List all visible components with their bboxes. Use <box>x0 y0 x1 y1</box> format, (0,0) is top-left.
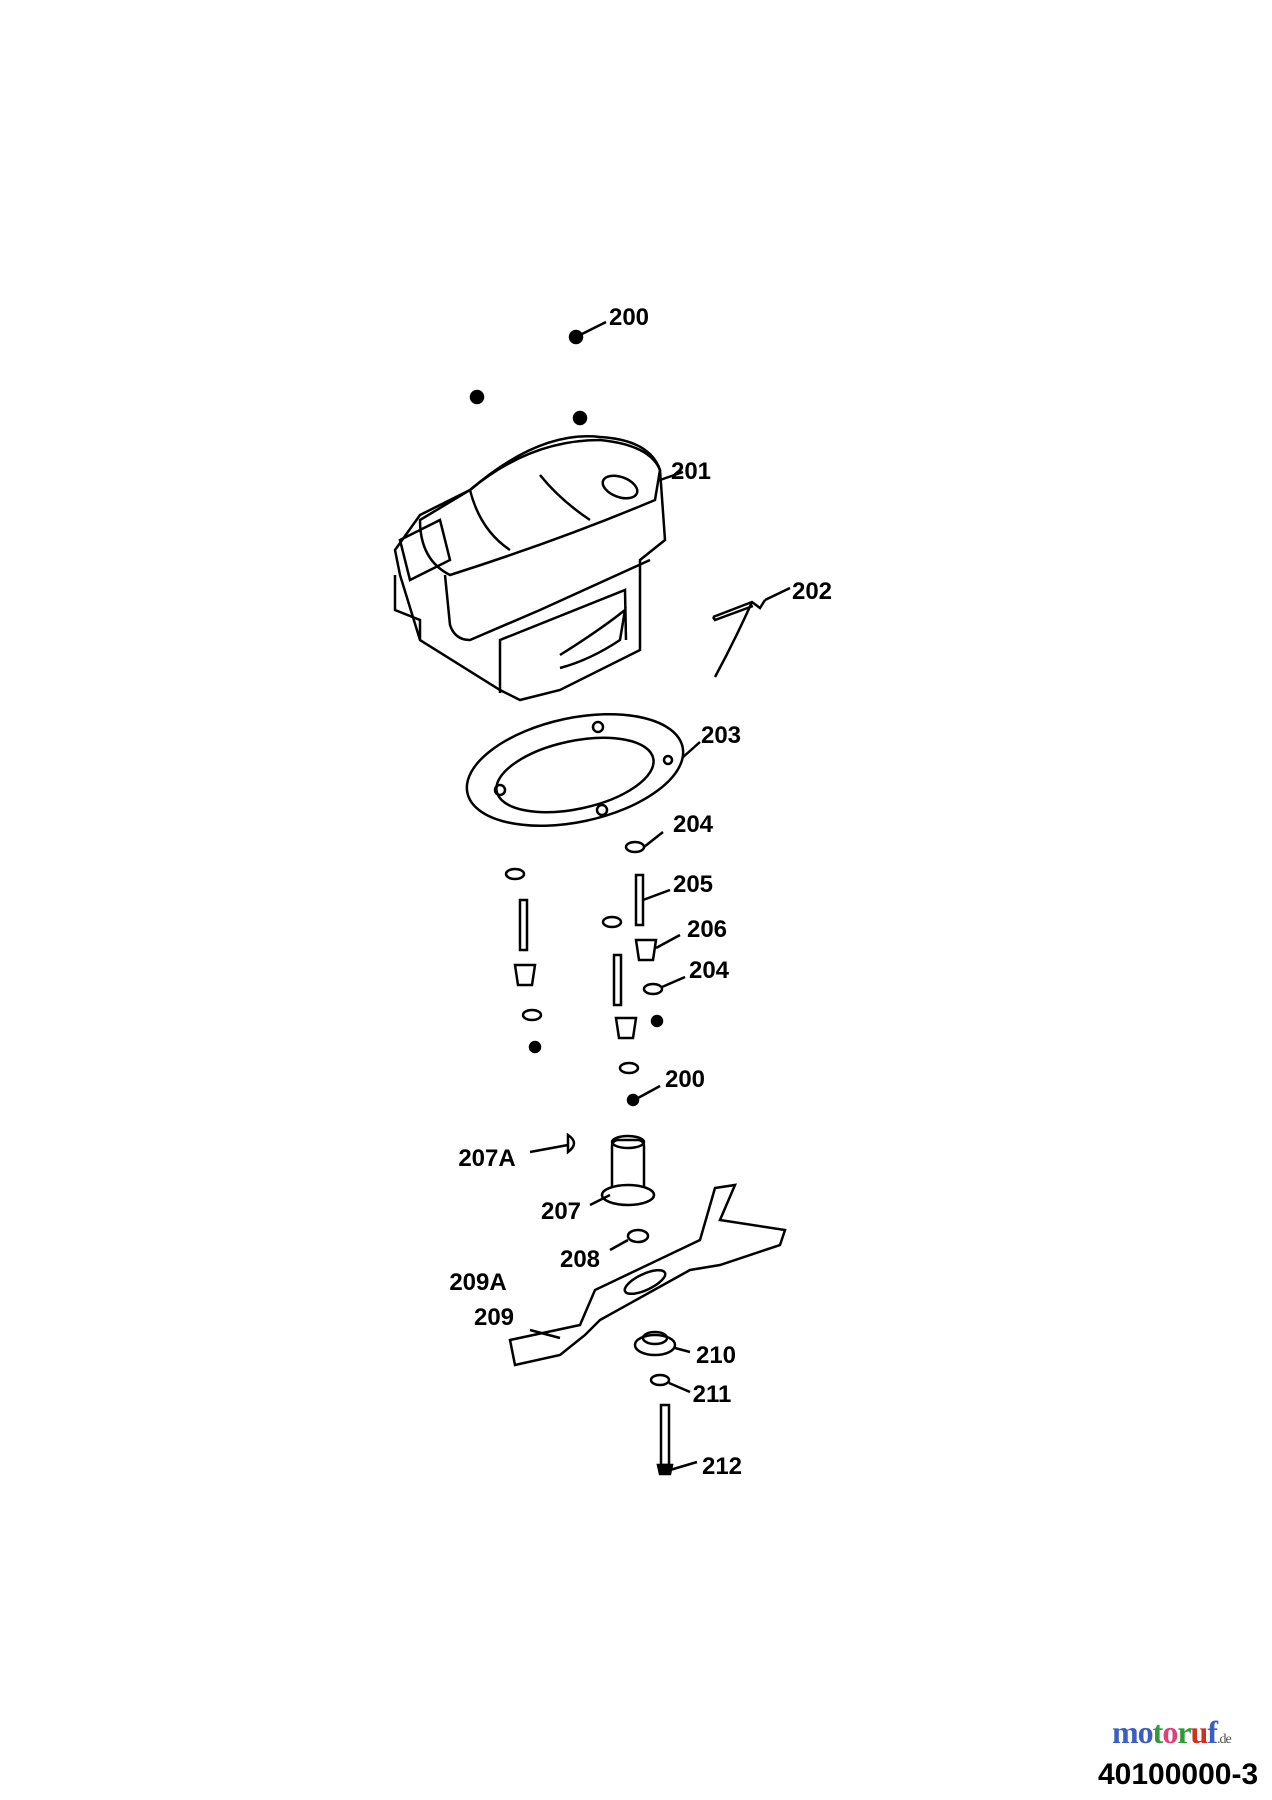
washer-208 <box>609 1228 650 1252</box>
right-fastener-stack <box>601 831 686 1107</box>
callout-200: 200 <box>608 304 650 331</box>
callout-207A: 207A <box>458 1145 516 1172</box>
bolt-212 <box>656 1403 698 1476</box>
engine-201 <box>393 435 684 702</box>
watermark-logo: motoruf.de <box>1112 1712 1232 1752</box>
callout-207: 207 <box>540 1198 582 1225</box>
watermark-letter: e <box>1225 1732 1231 1747</box>
callout-209: 209 <box>473 1304 515 1331</box>
watermark-letter: r <box>1177 1714 1191 1750</box>
drawing-code: 40100000-3 <box>1098 1758 1259 1791</box>
blade-209 <box>508 1183 787 1367</box>
blade-housing-flange-203 <box>465 712 701 828</box>
watermark-letter: o <box>1162 1714 1178 1750</box>
callout-202: 202 <box>791 578 833 605</box>
watermark-letter: u <box>1190 1714 1209 1750</box>
watermark-letter: d <box>1219 1732 1226 1747</box>
callout-206: 206 <box>686 916 728 943</box>
callout-200: 200 <box>664 1066 706 1093</box>
blade-washer-210 <box>633 1330 691 1357</box>
watermark-letter: t <box>1152 1714 1164 1750</box>
lock-washer-211 <box>649 1373 691 1394</box>
callout-205: 205 <box>672 871 714 898</box>
callout-208: 208 <box>559 1246 601 1273</box>
callout-211: 211 <box>692 1381 732 1408</box>
nut-200-top <box>568 320 607 345</box>
left-fastener-stack <box>504 867 543 1054</box>
nut <box>572 410 588 426</box>
callout-212: 212 <box>701 1453 743 1480</box>
callout-204: 204 <box>688 957 730 984</box>
watermark-letter: f <box>1207 1714 1218 1750</box>
watermark-letter: m <box>1112 1714 1139 1750</box>
callout-209A: 209A <box>449 1269 507 1296</box>
watermark-letter: o <box>1137 1714 1154 1750</box>
watermark-letter: . <box>1216 1732 1220 1747</box>
callout-204: 204 <box>672 811 714 838</box>
callout-201: 201 <box>670 458 712 485</box>
nut <box>469 389 485 405</box>
callout-210: 210 <box>695 1342 737 1369</box>
callout-203: 203 <box>700 722 742 749</box>
blade-adapter-207 <box>589 1134 656 1207</box>
dipstick-202 <box>711 586 791 678</box>
key-207A <box>529 1132 576 1155</box>
